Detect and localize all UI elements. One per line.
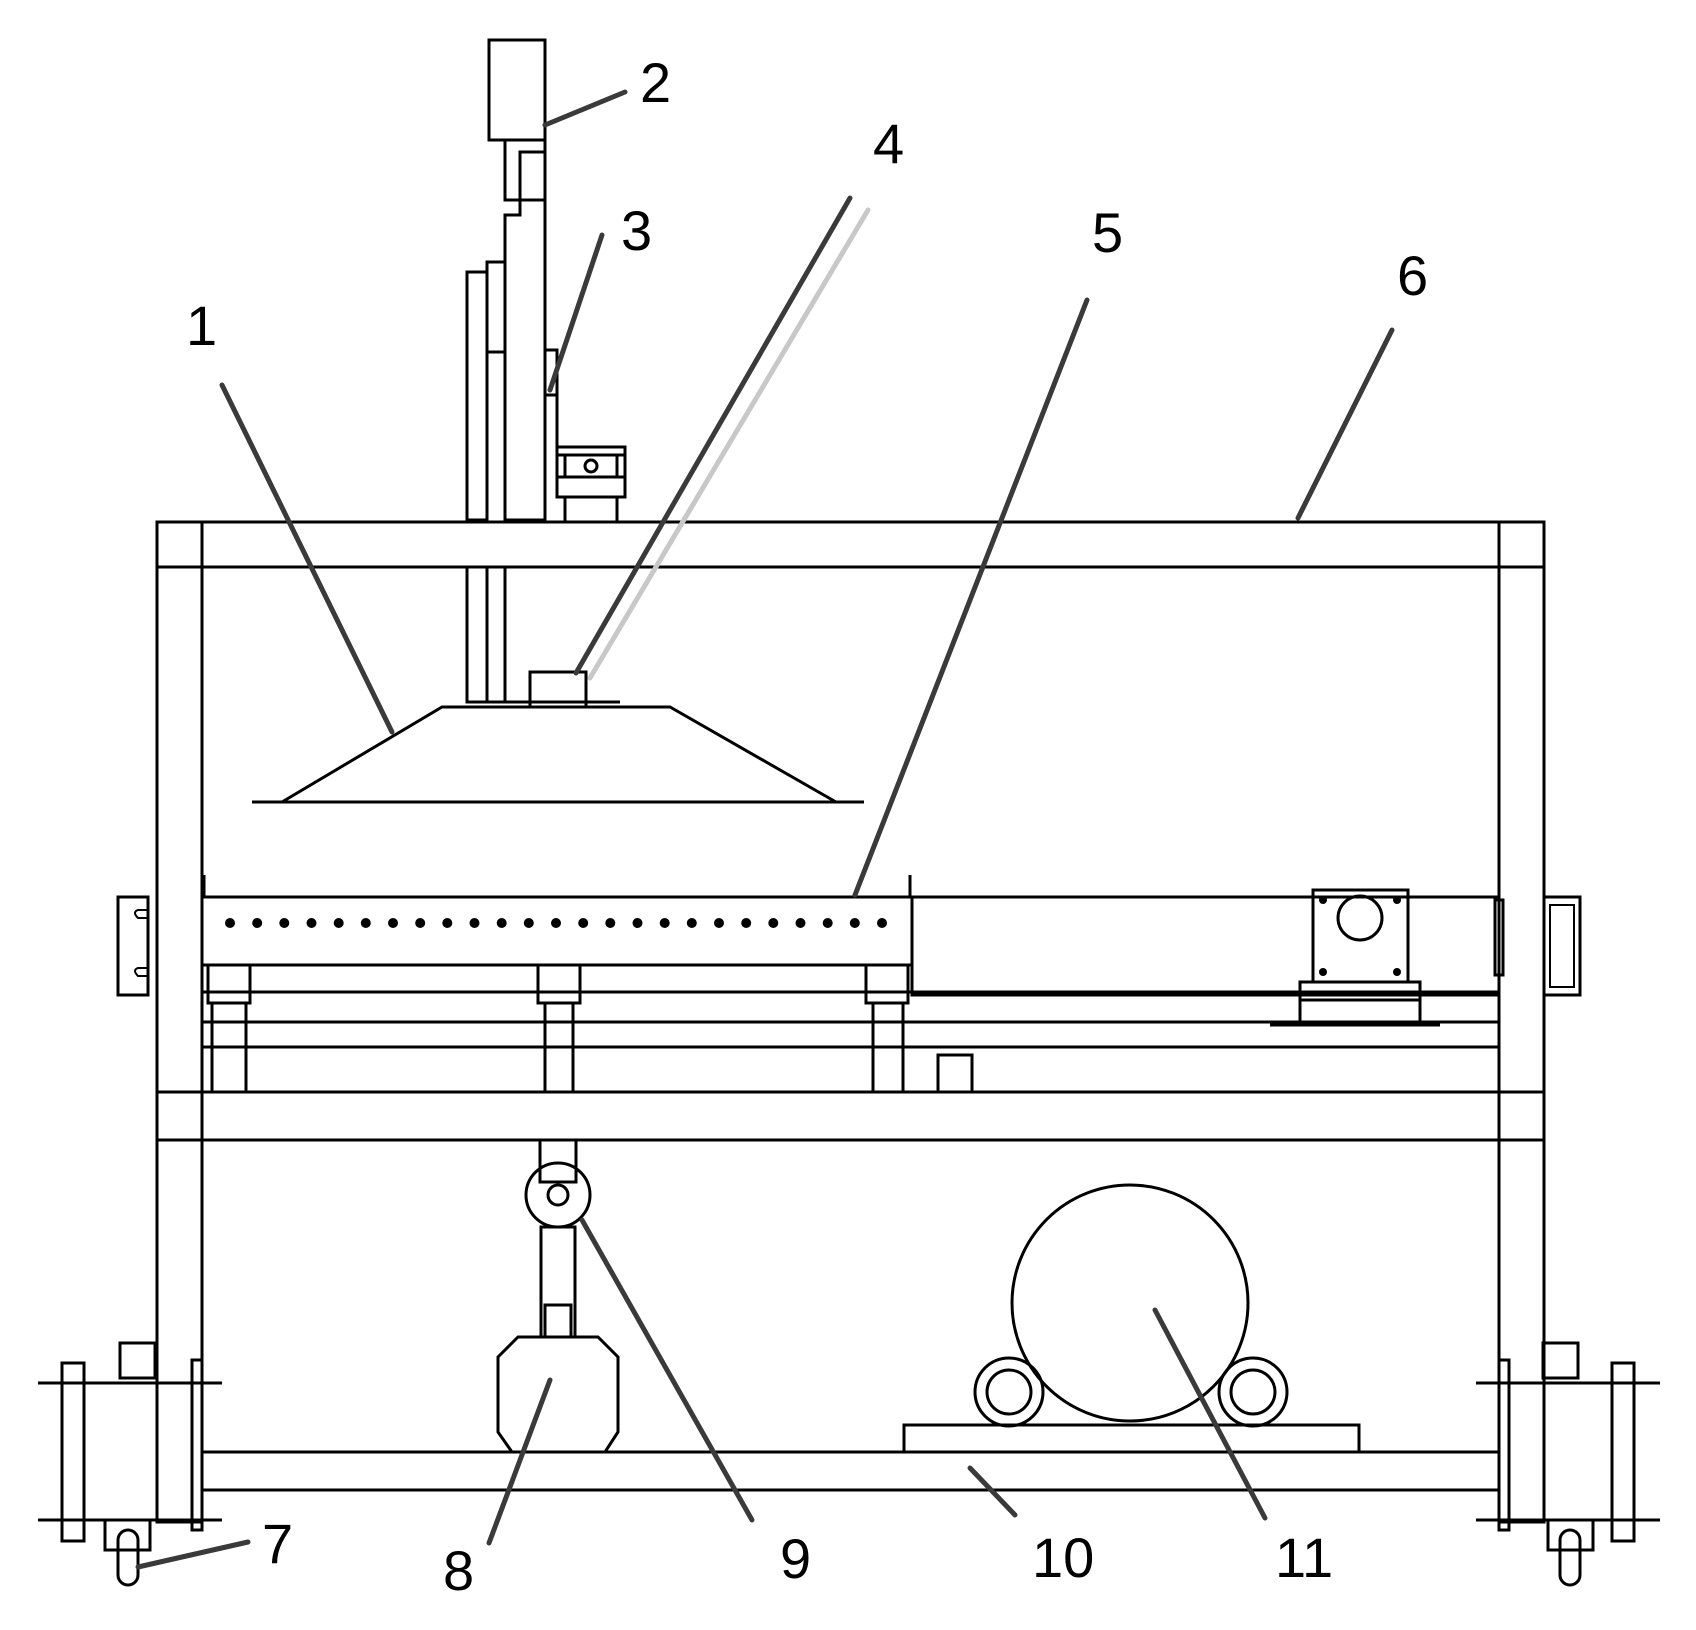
perforation-hole <box>279 918 290 928</box>
perforation-holes <box>225 918 887 928</box>
leader-9 <box>579 1217 755 1523</box>
motor-bracket <box>555 395 627 524</box>
perforation-hole <box>741 918 752 928</box>
callout-7: 7 <box>262 1512 293 1575</box>
perforation-hole <box>578 918 589 928</box>
perforation-hole <box>225 918 235 928</box>
perforation-hole <box>659 918 670 928</box>
perforation-hole <box>496 918 507 928</box>
perforation-hole <box>632 918 643 928</box>
leader-5 <box>852 297 1090 898</box>
callout-6: 6 <box>1397 244 1428 307</box>
perforation-hole <box>822 918 833 928</box>
perforation-hole <box>523 918 534 928</box>
perforation-hole <box>849 918 860 928</box>
callout-5: 5 <box>1092 201 1123 264</box>
left-caster <box>38 1341 222 1587</box>
perforation-hole <box>795 918 806 928</box>
crank-assembly <box>524 1138 592 1339</box>
perforation-hole <box>686 918 697 928</box>
perforation-hole <box>768 918 779 928</box>
tank <box>902 1183 1361 1454</box>
perforation-hole <box>388 918 398 928</box>
perforation-hole <box>306 918 317 928</box>
callout-2: 2 <box>640 51 671 114</box>
leader-10 <box>967 1465 1018 1518</box>
callout-9: 9 <box>780 1527 811 1590</box>
leader-lines <box>135 89 1395 1570</box>
right-caster <box>1476 1341 1660 1587</box>
callout-1: 1 <box>186 294 217 357</box>
leader-6 <box>1295 327 1395 521</box>
conveyor <box>116 875 1582 1094</box>
callout-labels: 1 2 3 4 5 6 7 8 9 10 11 <box>186 51 1428 1602</box>
counterweight <box>496 1335 620 1454</box>
perforation-hole <box>415 918 426 928</box>
perforation-hole <box>252 918 263 928</box>
callout-8: 8 <box>443 1539 474 1602</box>
callout-10: 10 <box>1032 1526 1094 1589</box>
perforation-hole <box>442 918 453 928</box>
callout-3: 3 <box>621 199 652 262</box>
perforation-hole <box>469 918 480 928</box>
leader-1 <box>219 382 395 735</box>
leader-7 <box>135 1539 251 1570</box>
perforation-hole <box>605 918 616 928</box>
leader-2 <box>542 89 628 128</box>
callout-11: 11 <box>1275 1526 1333 1589</box>
leader-4-ghost <box>587 207 871 681</box>
perforation-hole <box>360 918 371 928</box>
leader-4 <box>573 195 853 676</box>
leader-11 <box>1152 1307 1268 1521</box>
leader-8 <box>486 1377 553 1546</box>
perforation-hole <box>877 918 887 928</box>
perforation-hole <box>333 918 344 928</box>
lifting-column <box>465 38 559 704</box>
callout-4: 4 <box>873 112 904 175</box>
hood <box>252 670 864 804</box>
perforation-hole <box>551 918 561 928</box>
perforation-hole <box>714 918 724 928</box>
leader-3 <box>547 232 605 393</box>
